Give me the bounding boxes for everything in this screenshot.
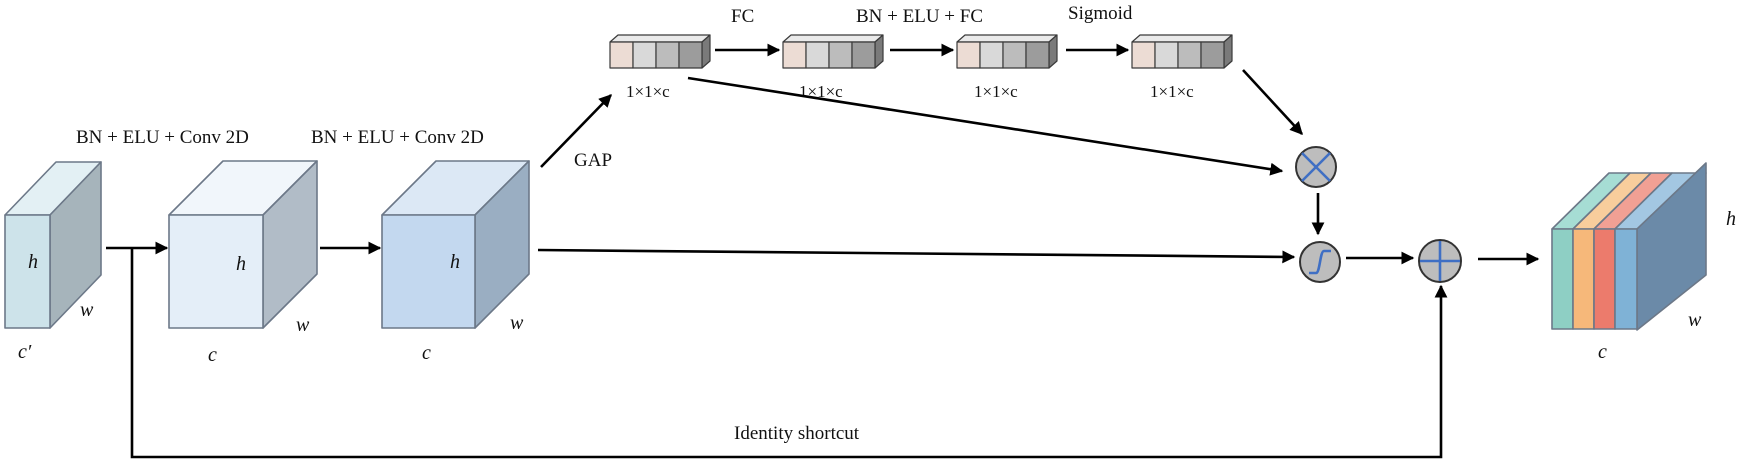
output-c-label: c xyxy=(1598,341,1607,363)
bn-elu-fc-vector: 1×1×c xyxy=(956,34,1058,101)
conv1-op-label: BN + ELU + Conv 2D xyxy=(76,127,249,148)
output-stripe-1 xyxy=(1551,228,1574,330)
conv1-feature-map: h w c xyxy=(168,160,318,366)
conv1-c-label: c xyxy=(208,344,217,366)
output-w-label: w xyxy=(1688,309,1702,331)
sigmoid-icon xyxy=(1299,241,1341,283)
identity-shortcut-label: Identity shortcut xyxy=(734,423,860,444)
conv2-front-face xyxy=(381,214,476,329)
conv2-c-label: c xyxy=(422,342,431,364)
flow-arrows xyxy=(106,43,1540,459)
output-stripe-4 xyxy=(1614,228,1638,330)
output-h-label: h xyxy=(1726,208,1736,230)
gap-vector: 1×1×c xyxy=(609,34,711,101)
identity-shortcut-path xyxy=(130,248,1448,459)
sigmoid-label: Sigmoid xyxy=(1068,3,1133,24)
sigmoid-vector: 1×1×c xyxy=(1131,34,1233,101)
conv2-op-label: BN + ELU + Conv 2D xyxy=(311,127,484,148)
gap-vector-dim-label: 1×1×c xyxy=(626,82,670,101)
bn-elu-fc-label: BN + ELU + FC xyxy=(856,6,983,27)
bn-elu-fc-vector-dim-label: 1×1×c xyxy=(974,82,1018,101)
fc-label: FC xyxy=(731,6,754,27)
output-feature-map: h w c xyxy=(1551,162,1736,363)
input-c-prime-label: c′ xyxy=(18,341,32,363)
conv1-front-face xyxy=(168,214,264,329)
input-feature-map: h w c′ xyxy=(4,161,102,363)
conv2-h-label: h xyxy=(450,251,460,273)
input-front-face xyxy=(4,214,51,329)
conv2-w-label: w xyxy=(510,312,524,334)
arrow-conv2-to-scale xyxy=(537,248,1296,264)
conv1-w-label: w xyxy=(296,314,310,336)
arrow-gap xyxy=(540,94,612,168)
gap-label: GAP xyxy=(574,150,612,171)
conv1-h-label: h xyxy=(236,253,246,275)
add-icon xyxy=(1418,239,1462,283)
conv2-feature-map: h w c xyxy=(381,160,530,364)
output-stripe-3 xyxy=(1593,228,1616,330)
fc-vector: 1×1×c xyxy=(782,34,884,101)
input-h-label: h xyxy=(28,251,38,273)
output-stripe-2 xyxy=(1572,228,1595,330)
arrow-sigmoid-to-multiply xyxy=(1242,69,1303,135)
input-w-label: w xyxy=(80,299,94,321)
sigmoid-vector-dim-label: 1×1×c xyxy=(1150,82,1194,101)
arrow-gap-vector-to-multiply xyxy=(687,76,1284,176)
multiply-icon xyxy=(1295,146,1337,188)
